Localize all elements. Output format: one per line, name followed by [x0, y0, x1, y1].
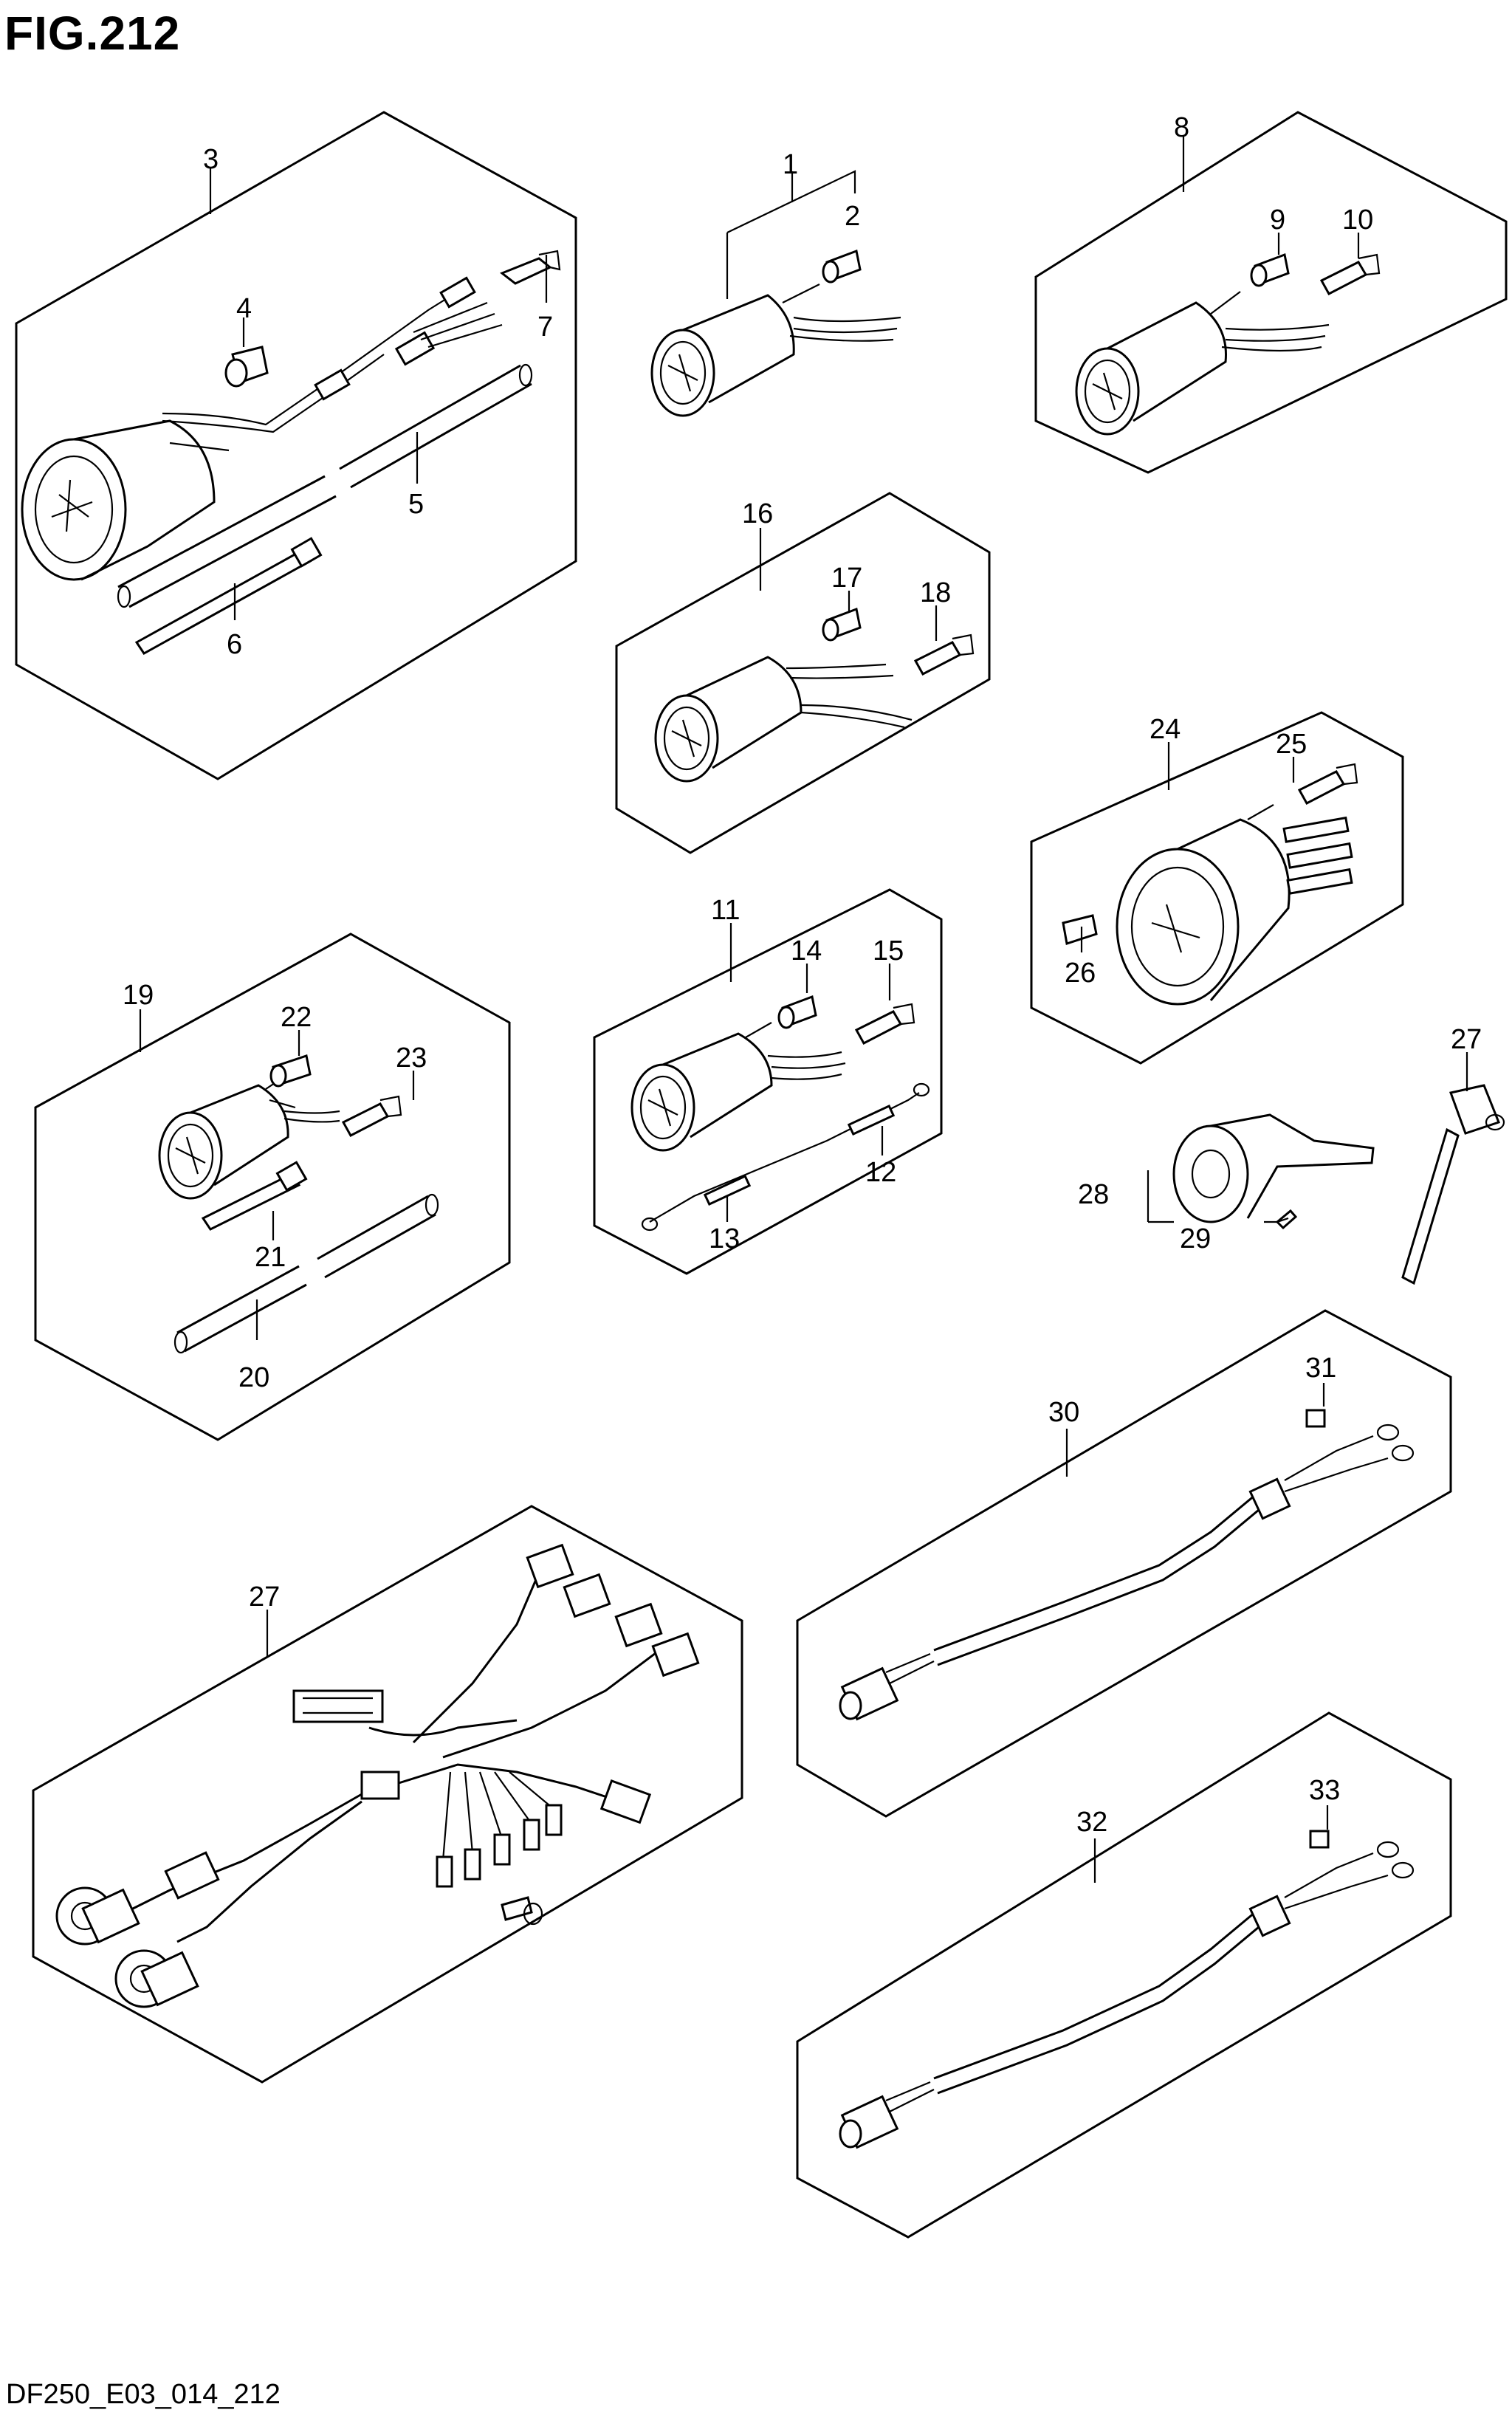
group-1-gauge	[650, 170, 901, 417]
group-8-gauge	[1034, 111, 1508, 474]
callout-5: 5	[408, 489, 424, 520]
callout-16: 16	[742, 498, 773, 529]
callout-26: 26	[1065, 958, 1096, 989]
figure-title: FIG.212	[4, 7, 181, 60]
callout-33: 33	[1309, 1775, 1340, 1806]
callout-12: 12	[865, 1157, 896, 1188]
callout-30: 30	[1048, 1397, 1079, 1428]
group-24-gauge	[1030, 711, 1404, 1065]
callout-18: 18	[920, 577, 951, 608]
callout-10: 10	[1342, 205, 1373, 236]
callout-17: 17	[831, 563, 862, 594]
callout-11: 11	[711, 895, 740, 926]
callout-19: 19	[123, 980, 154, 1011]
callout-4: 4	[236, 293, 252, 324]
callout-22: 22	[281, 1002, 312, 1033]
figure-code: DF250_E03_014_212	[6, 2379, 281, 2410]
callout-21: 21	[255, 1242, 286, 1273]
callout-23: 23	[396, 1043, 427, 1074]
callout-28: 28	[1078, 1179, 1109, 1210]
callout-1: 1	[783, 149, 798, 180]
callout-27-harness: 27	[249, 1582, 280, 1613]
group-19-gauge-kit	[34, 933, 511, 1441]
callout-24: 24	[1150, 714, 1181, 745]
group-30-harness	[796, 1309, 1452, 1818]
callout-8: 8	[1174, 112, 1189, 143]
callout-31: 31	[1305, 1353, 1336, 1384]
callout-3: 3	[203, 144, 219, 175]
callout-labels: 3 4 7 5 6 1 2 8 9 10 16 17 18 24 25 26 2…	[123, 112, 1482, 1838]
group-3-gauge-kit	[15, 111, 577, 780]
group-11-gauge	[593, 888, 943, 1275]
callout-2: 2	[845, 201, 860, 232]
group-16-gauge	[615, 492, 991, 854]
callout-7: 7	[537, 312, 553, 343]
group-27-main-harness	[32, 1505, 743, 2084]
callout-27-remote: 27	[1451, 1024, 1482, 1055]
callout-9: 9	[1270, 205, 1285, 236]
group-27-28-29-remote	[1147, 1052, 1505, 1285]
callout-25: 25	[1276, 729, 1307, 760]
callout-29: 29	[1180, 1223, 1211, 1254]
group-32-harness	[796, 1711, 1452, 2239]
callout-32: 32	[1076, 1807, 1107, 1838]
callout-14: 14	[791, 935, 822, 966]
callout-15: 15	[873, 935, 904, 966]
callout-20: 20	[238, 1362, 269, 1393]
callout-13: 13	[709, 1223, 740, 1254]
callout-6: 6	[227, 629, 242, 660]
